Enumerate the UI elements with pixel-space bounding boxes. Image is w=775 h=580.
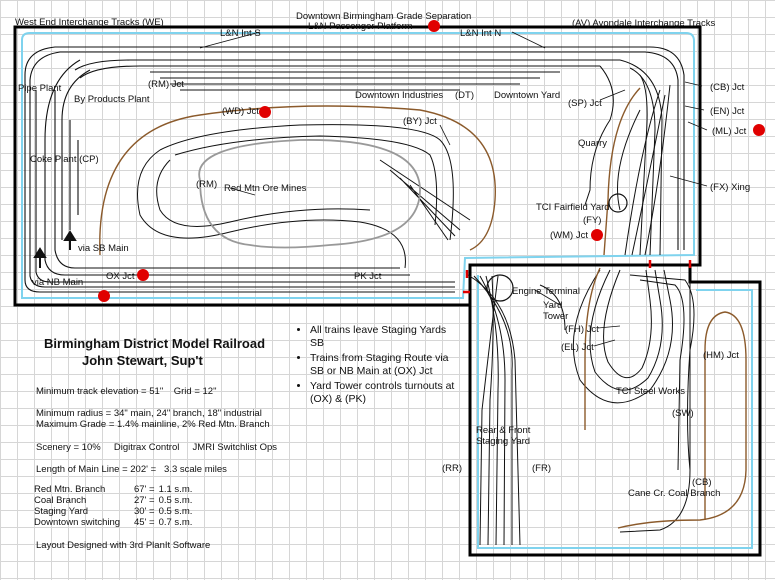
superintendent: John Stewart, Sup't: [82, 353, 203, 368]
note-item: Yard Tower controls turnouts at (OX) & (…: [310, 380, 460, 406]
length-name: Red Mtn. Branch: [34, 484, 106, 495]
grade-crossings: [463, 260, 692, 294]
marker-wd-jct: [259, 106, 271, 118]
marker-grade-separation: [428, 20, 440, 32]
label-fr: (FR): [532, 463, 551, 474]
label-pk-jct: PK Jct: [354, 271, 382, 282]
spec-scenery: Scenery = 10% Digitrax Control JMRI Swit…: [36, 442, 278, 453]
engine-turntable: [486, 274, 514, 302]
label-downtown-industries: Downtown Industries: [355, 90, 444, 101]
label-fh-jct: (FH) Jct: [565, 324, 599, 335]
coal-branch: [584, 267, 747, 529]
label-staging-yard: Rear & Front Staging Yard: [476, 425, 531, 447]
mainline-track: [24, 46, 685, 293]
length-row: Downtown switching 45' =0.7 s.m.: [34, 517, 196, 528]
red-mountain-branch: [99, 87, 641, 256]
label-via-sb-main: via SB Main: [78, 243, 129, 254]
length-miles: 0.5 s.m.: [158, 495, 193, 506]
fascia-outline: [21, 32, 753, 549]
note-item: All trains leave Staging Yards SB: [310, 324, 460, 350]
staging-and-steelworks-tracks: [467, 269, 695, 546]
label-tci-steel-works: TCI Steel Works: [616, 386, 685, 397]
label-sw: (SW): [672, 408, 694, 419]
length-miles: 0.5 s.m.: [158, 506, 193, 517]
length-row: Coal Branch 27' =0.5 s.m.: [34, 495, 196, 506]
label-red-mtn-ore-mines: Red Mtn Ore Mines: [224, 183, 307, 194]
label-west-end-interchange: West End Interchange Tracks (WE): [15, 17, 164, 28]
note-item: Trains from Staging Route via SB or NB M…: [310, 352, 460, 378]
length-name: Staging Yard: [34, 506, 89, 517]
right-side-tracks: [584, 59, 671, 256]
marker-ml-jct: [753, 124, 765, 136]
label-wm-jct: (WM) Jct: [550, 230, 588, 241]
label-avondale-interchange: (AV) Avondale Interchange Tracks: [572, 18, 716, 29]
length-feet: 67' =: [134, 484, 155, 495]
label-by-products-plant: By Products Plant: [74, 94, 150, 105]
label-fx-xing: (FX) Xing: [710, 182, 751, 193]
label-ml-jct: (ML) Jct: [712, 126, 747, 137]
spec-software: Layout Designed with 3rd PlanIt Software: [36, 540, 211, 551]
label-sp-jct: (SP) Jct: [568, 98, 602, 109]
label-tci-fairfield-yard: TCI Fairfield Yard: [536, 202, 610, 213]
grey-oval-track: [198, 139, 421, 249]
label-ox-jct: OX Jct: [106, 271, 135, 282]
label-cb-jct: (CB) Jct: [710, 82, 745, 93]
label-downtown-yard: Downtown Yard: [494, 90, 561, 101]
layout-title: Birmingham District Model Railroad: [44, 336, 266, 351]
branch-lengths-table: Red Mtn. Branch 67' =1.1 s.m. Coal Branch 2…: [34, 484, 196, 528]
label-rm-jct: (RM) Jct: [148, 79, 184, 90]
label-via-nb-main: via NB Main: [32, 277, 84, 288]
label-quarry: Quarry: [578, 138, 608, 149]
label-coke-plant: Coke Plant (CP): [30, 154, 99, 165]
spec-radius: Minimum radius = 34" main, 24" branch, 1…: [36, 408, 262, 419]
length-name: Downtown switching: [34, 517, 121, 528]
fairfield-turntable: [608, 193, 628, 213]
inner-red-mountain: [137, 124, 471, 269]
label-yard-tower: Yard Tower: [543, 300, 569, 322]
length-row: Staging Yard 30' =0.5 s.m.: [34, 506, 196, 517]
spec-grade: Maximum Grade = 1.4% mainline, 2% Red Mt…: [36, 419, 270, 430]
label-dt: (DT): [455, 90, 474, 101]
length-row: Red Mtn. Branch 67' =1.1 s.m.: [34, 484, 196, 495]
label-engine-terminal: Engine Terminal: [512, 286, 580, 297]
length-feet: 27' =: [134, 495, 155, 506]
spec-elevation: Minimum track elevation = 51" Grid = 12": [36, 386, 217, 397]
length-feet: 30' =: [134, 506, 155, 517]
label-pipe-plant: Pipe Plant: [18, 83, 62, 94]
label-ln-platform: L&N Passenger Platform: [308, 21, 413, 32]
label-rm: (RM): [196, 179, 218, 190]
label-en-jct: (EN) Jct: [710, 106, 745, 117]
leader-lines: [199, 31, 708, 347]
label-wd-jct: (WD) Jct: [222, 106, 259, 117]
label-ln-int-n: L&N Int N: [460, 28, 502, 39]
operating-notes: All trains leave Staging Yards SBTrains …: [298, 324, 460, 408]
spec-mainline-length: Length of Main Line = 202' = 3.3 scale m…: [36, 464, 227, 475]
marker-wm-jct: [591, 229, 603, 241]
direction-arrows: [33, 230, 77, 268]
length-miles: 1.1 s.m.: [158, 484, 193, 495]
label-hm-jct: (HM) Jct: [703, 350, 739, 361]
label-ln-int-s: L&N Int S: [220, 28, 261, 39]
length-miles: 0.7 s.m.: [158, 517, 193, 528]
junction-markers: [98, 20, 765, 302]
marker-nb-main: [98, 290, 110, 302]
label-el-jct: (EL) Jct: [561, 342, 594, 353]
benchwork-walls: [13, 25, 762, 557]
label-cb: (CB): [692, 477, 712, 488]
marker-ox-jct: [137, 269, 149, 281]
label-grade-separation: Downtown Birmingham Grade Separation: [296, 11, 472, 22]
length-name: Coal Branch: [34, 495, 87, 506]
label-fy: (FY): [583, 215, 602, 226]
length-feet: 45' =: [134, 517, 155, 528]
label-by-jct: (BY) Jct: [403, 116, 437, 127]
label-cane-creek-coal-branch: Cane Cr. Coal Branch: [628, 488, 721, 499]
label-rr: (RR): [442, 463, 463, 474]
